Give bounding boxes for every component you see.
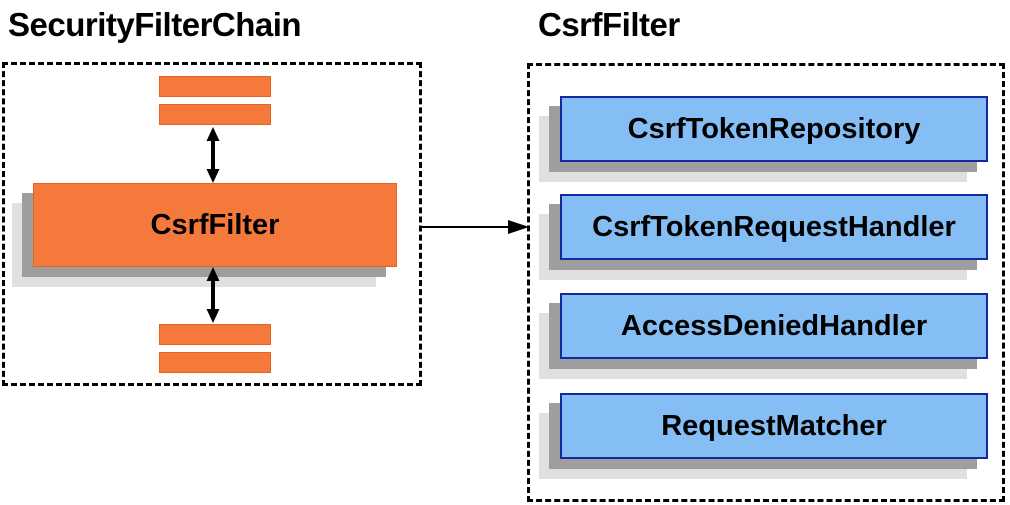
component-box-access-denied-handler: AccessDeniedHandler [560,293,988,359]
component-label: CsrfTokenRequestHandler [592,210,956,243]
component-label: RequestMatcher [661,409,887,442]
csrf-filter-components-container [527,63,1005,502]
filter-bar [159,352,271,373]
security-filter-chain-title: SecurityFilterChain [8,6,302,43]
component-box-csrf-token-repository: CsrfTokenRepository [560,96,988,162]
filter-bar [159,324,271,345]
component-box-request-matcher: RequestMatcher [560,393,988,459]
filter-bar [159,76,271,97]
filter-bar [159,104,271,125]
component-label: AccessDeniedHandler [620,309,928,342]
bidirectional-arrow-icon [206,127,220,183]
component-box-csrf-token-request-handler: CsrfTokenRequestHandler [560,194,988,260]
component-label: CsrfTokenRepository [627,112,921,145]
security-filter-chain-container [2,62,422,386]
csrf-filter-box: CsrfFilter [33,183,397,267]
csrf-filter-box-label: CsrfFilter [150,208,280,241]
right-arrow-icon [421,220,529,234]
bidirectional-arrow-icon [206,267,220,323]
csrf-filter-title: CsrfFilter [538,6,680,43]
